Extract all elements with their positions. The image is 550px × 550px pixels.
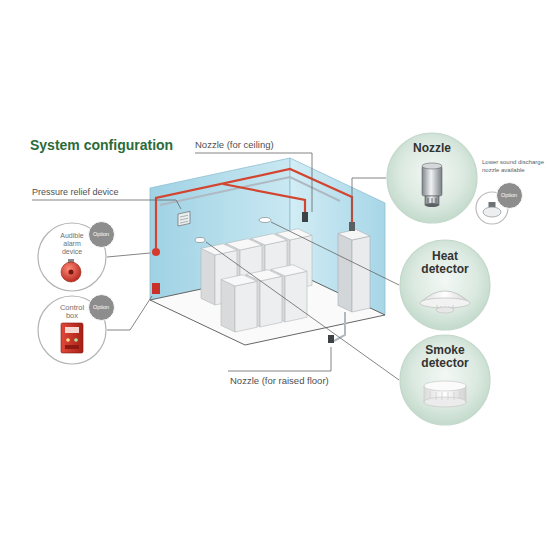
option-note: Lower sound discharge nozzle available (482, 159, 546, 174)
leader-line (195, 153, 312, 212)
ceiling-nozzle (302, 212, 308, 222)
floor-nozzle (328, 335, 334, 343)
smoke-detector-icon (430, 391, 460, 400)
option-badge: Option (88, 221, 115, 248)
alarm-bell-icon (68, 259, 74, 263)
server-rack (201, 244, 237, 255)
pressure-relief-device (178, 211, 190, 226)
leader-line (206, 242, 399, 380)
control-callout-circle: Control boxOption (37, 295, 107, 365)
control-box-icon (74, 338, 78, 342)
circle-outline (400, 335, 490, 425)
room-walls (150, 158, 385, 345)
leader-line (228, 347, 331, 371)
nozzle-icon (425, 196, 439, 205)
low-sound-nozzle-icon (483, 207, 501, 217)
agent-cylinder-cabinet (338, 233, 352, 312)
control-box-icon (65, 327, 79, 333)
low-sound-nozzle-icon (489, 202, 496, 210)
wall-alarm (152, 248, 160, 256)
part-label: Pressure relief device (32, 187, 119, 198)
device-name: Control box (54, 304, 90, 320)
smoke-callout-circle: Smoke detector (399, 334, 491, 426)
ceiling-smoke-detector (195, 238, 205, 243)
server-rack (221, 275, 257, 286)
control-box-icon (65, 345, 79, 349)
smoke-detector-icon (424, 386, 466, 402)
leader-line (107, 253, 150, 257)
red-pipe (156, 169, 352, 248)
low-sound-nozzle-icon (483, 202, 501, 217)
control-box-icon (61, 323, 83, 353)
agent-cylinder-cabinet (352, 236, 370, 312)
server-rack (201, 229, 312, 332)
wall-control-box (152, 283, 160, 294)
heat-detector-icon (421, 291, 469, 302)
wall-alarm (152, 248, 160, 256)
nozzle-callout-circle: Nozzle (386, 132, 478, 224)
heat-detector-icon (437, 305, 453, 312)
control-box-icon (66, 338, 70, 342)
floor-nozzle (328, 335, 334, 343)
nozzle-icon (422, 163, 442, 169)
nozzle-icon (422, 163, 442, 207)
nozzle-icon (428, 198, 436, 203)
alarm-bell-icon (61, 262, 81, 282)
wall-control-box (152, 283, 160, 294)
agent-cylinder-cabinet (338, 222, 370, 312)
diagram-title: System configuration (30, 137, 173, 153)
option-badge: Option (496, 182, 523, 209)
pressure-relief-device (178, 211, 190, 226)
callout-heading: Heat detector (415, 250, 475, 276)
heat-detector-icon (420, 291, 470, 313)
agent-cylinder-cabinet (349, 222, 355, 231)
part-label: Nozzle (for ceiling) (195, 139, 274, 150)
smoke-detector-icon (424, 397, 466, 407)
leader-line (32, 153, 399, 380)
smoke-detector-icon (424, 381, 466, 391)
server-rack (260, 276, 282, 327)
pressure-relief-device (180, 215, 188, 223)
smoke-detector-icon (424, 381, 466, 407)
gray-pipe (334, 312, 345, 341)
alarm-bell-icon (61, 259, 81, 282)
server-rack (201, 248, 215, 305)
heat-detector-icon (420, 298, 470, 308)
alarm-callout-circle: Audible alarm deviceOption (37, 222, 107, 292)
agent-cylinder-cabinet (338, 230, 370, 241)
callout-heading: Nozzle (402, 142, 462, 155)
server-rack (221, 279, 235, 332)
red-pipe (156, 169, 352, 248)
leader-line (352, 178, 386, 219)
server-rack (235, 281, 257, 332)
callout-heading: Smoke detector (415, 344, 475, 370)
heat-detector-icon (436, 307, 454, 313)
server-rack (285, 271, 307, 322)
leader-line (271, 222, 399, 285)
option-nozzle-circle: Lower sound discharge nozzle availableOp… (475, 191, 509, 225)
circle-outline (387, 133, 477, 223)
nozzle-icon (425, 203, 439, 207)
part-label: Nozzle (for raised floor) (230, 375, 329, 386)
heat-callout-circle: Heat detector (399, 239, 491, 331)
ceiling-nozzle (302, 212, 308, 222)
ceiling-heat-detector (259, 218, 271, 223)
leader-line (32, 200, 181, 209)
red-pipe (223, 184, 305, 212)
gray-pipe (160, 177, 345, 341)
control-box-icon (61, 323, 83, 353)
ceiling-heat-detector (259, 218, 271, 223)
ceiling-smoke-detector (195, 238, 205, 243)
alarm-bell-icon (69, 270, 74, 275)
circle-outline (400, 240, 490, 330)
device-name: Audible alarm device (54, 232, 90, 256)
option-badge: Option (88, 294, 115, 321)
nozzle-icon (422, 166, 442, 196)
